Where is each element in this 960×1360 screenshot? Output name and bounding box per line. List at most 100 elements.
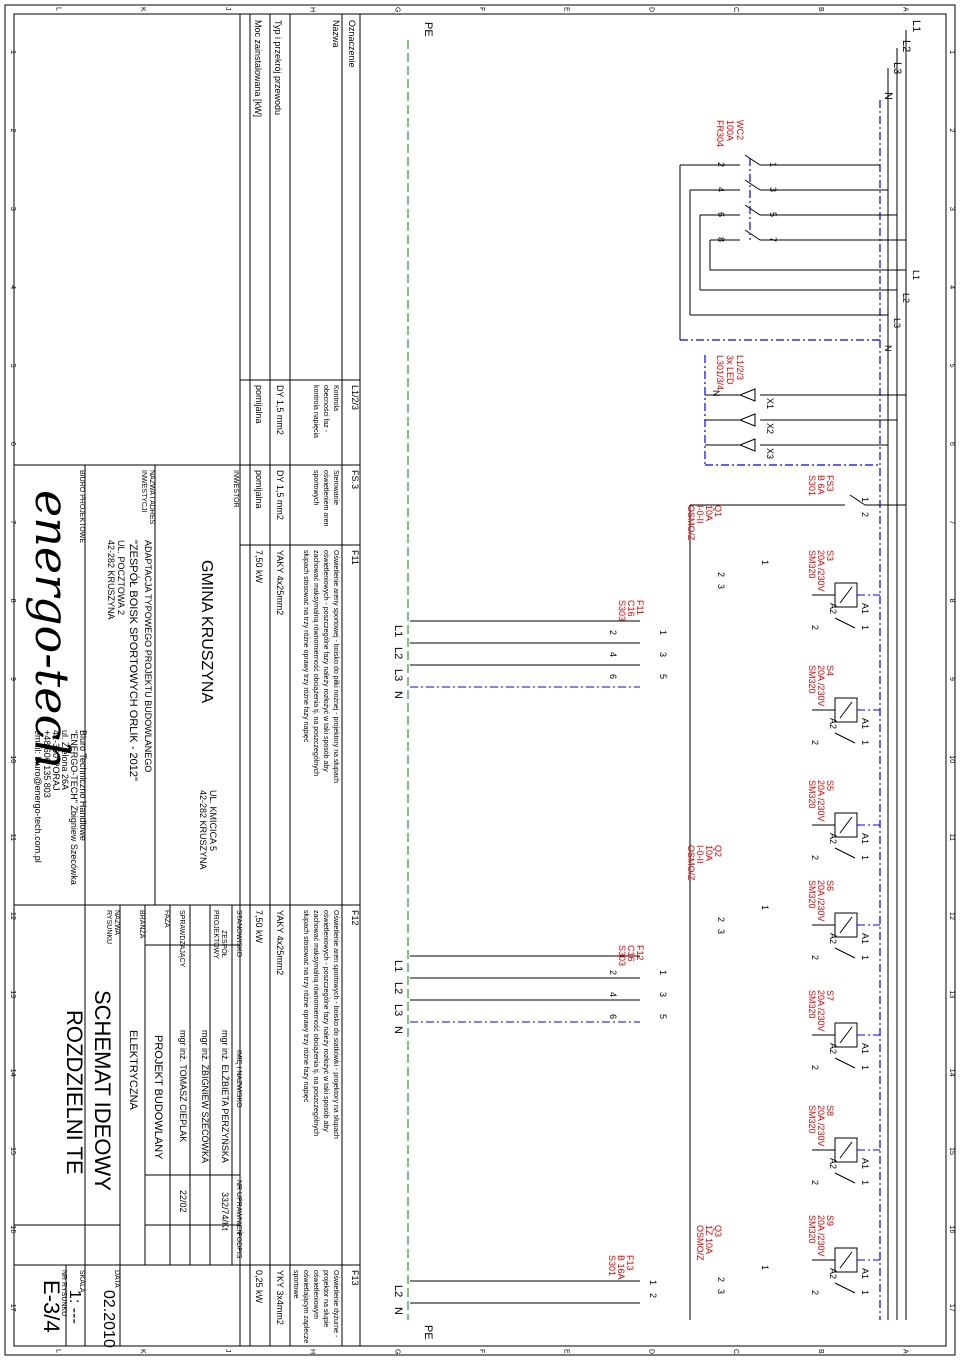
- outgoing-phase-f12: N: [392, 1026, 404, 1034]
- outgoing-phase-f13: L2: [392, 1285, 404, 1297]
- contactor-contact: [834, 847, 856, 859]
- legend-description-line: Kontrola: [332, 385, 339, 411]
- faza-label: FAZA: [163, 910, 170, 928]
- grid-number: 13: [9, 990, 16, 998]
- grid-number: 1: [9, 50, 16, 54]
- legend-cable-type: YKY 3x4mm2: [275, 1270, 285, 1325]
- q2-name: Q2: [713, 845, 723, 857]
- grid-number: 15: [948, 1147, 955, 1155]
- grid-letter: K: [139, 7, 146, 12]
- coil-a2: A2: [828, 603, 838, 614]
- main-switch-pin: 7: [768, 237, 778, 242]
- legend-description-line: oświetlającym zaplecze: [302, 1270, 309, 1343]
- f13-pin: 2: [648, 1293, 658, 1298]
- schematic-labels: L1L2L3NL1L2L3NPEPEWC2100AFR30412345678L1…: [392, 20, 922, 1340]
- f12-rating: C16: [626, 945, 636, 962]
- legend-description-line: oświetleniowych - poszczególne fazy nale…: [322, 910, 329, 1132]
- contactor-type: SM320: [807, 990, 817, 1019]
- grid-number: 17: [948, 1304, 955, 1312]
- contactor-rating: 20A /230V: [816, 1215, 826, 1257]
- contact-pin: 2: [810, 855, 820, 860]
- outgoing-phase-f11: L2: [392, 647, 404, 659]
- contactor-rating: 20A /230V: [816, 665, 826, 707]
- coil-a1: A1: [860, 833, 870, 844]
- main-switch-name: WC2: [735, 120, 745, 140]
- coil-a1: A1: [860, 1268, 870, 1279]
- pe-label: PE: [422, 22, 434, 37]
- fs3-pin: 1: [860, 497, 870, 502]
- grid-letter: E: [563, 1349, 570, 1354]
- grid-letter: B: [817, 1349, 824, 1354]
- grid-number: 14: [948, 1069, 955, 1077]
- legend-description-line: Sterowanie: [332, 470, 339, 505]
- grid-number: 11: [9, 834, 16, 841]
- title-block-text: INWESTOR GMINA KRUSZYNA UL. KMICICA 5 42…: [25, 470, 244, 1348]
- contactor-contact: [834, 1172, 856, 1184]
- legend-description-line: Oświetlenie aren sportowych - boisko do …: [332, 910, 339, 1139]
- grid-letter: A: [902, 7, 909, 12]
- grid-letter: L: [54, 1349, 61, 1353]
- main-switch-pin: 1: [768, 162, 778, 167]
- grid-letter: G: [393, 7, 400, 12]
- nazwa-rys-label1: NAZWA: [113, 910, 120, 935]
- main-switch-pin: 8: [716, 237, 726, 242]
- fs3-name: FS3: [825, 475, 835, 492]
- lamp-terminal: X1: [765, 398, 775, 409]
- f13-name: F13: [625, 1255, 635, 1271]
- lamp-spec: L301/3/4: [715, 355, 725, 390]
- drawing-title-2: ROZDZIELNI TE: [62, 1010, 87, 1175]
- sprawdzajacy-name: mgr inż. TOMASZ CIEPLAK: [178, 1030, 188, 1142]
- nazwa-label2: INWESTYCJI: [140, 470, 147, 512]
- grid-number: 5: [9, 364, 16, 368]
- coil-a2: A2: [828, 718, 838, 729]
- coil-a1: A1: [860, 933, 870, 944]
- legend-designation: F11: [350, 550, 360, 565]
- f12-pin: 5: [658, 1014, 668, 1019]
- grid-number: 10: [9, 755, 16, 763]
- outgoing-phase-f13: N: [392, 1307, 404, 1315]
- contactor-contact: [834, 1282, 856, 1294]
- grid-letter: C: [732, 7, 739, 12]
- contactor-name: S7: [825, 990, 835, 1001]
- fs3-pin: 2: [860, 512, 870, 517]
- zespol-person1: mgr inż. ELŻBIETA PERZYŃSKA: [220, 1030, 230, 1163]
- nr-rys-label: NR RYSUNKU: [60, 1270, 67, 1316]
- grid-number: 1: [948, 50, 955, 54]
- outgoing-phase-f12: L3: [392, 1004, 404, 1016]
- phase-label-top: L1: [910, 20, 922, 32]
- grid-number: 3: [948, 207, 955, 211]
- grid-number: 9: [9, 677, 16, 681]
- f13-pin: 1: [648, 1280, 658, 1285]
- grid-letter: J: [224, 7, 231, 11]
- col-stanowisko: STANOWISKO: [235, 910, 242, 957]
- zespol-person1-nr: 332/74/Kt: [220, 1192, 230, 1231]
- legend-description-line: obecności faz -: [322, 385, 329, 433]
- col-nr-upr: NR UPRAWNIEŃ: [235, 1180, 244, 1235]
- grid-letter: A: [902, 1349, 909, 1354]
- grid-number: 14: [9, 1069, 16, 1077]
- contactor-type: SM320: [807, 550, 817, 579]
- f12-pin: 3: [658, 992, 668, 997]
- contactor-rating: 20A /230V: [816, 990, 826, 1032]
- grid-number: 7: [9, 520, 16, 524]
- grid-number: 10: [948, 755, 955, 763]
- date-value: 02.2010: [100, 1290, 117, 1348]
- schematic: [407, 30, 907, 1320]
- contact-pin: 1: [860, 1180, 870, 1185]
- contact-pin: 2: [810, 740, 820, 745]
- f11-type: S303: [617, 600, 627, 621]
- legend-description-line: sportowe: [292, 1270, 299, 1299]
- grid-labels: 1122334455667788991010111112121313141415…: [9, 7, 955, 1354]
- contactor-rating: 20A /230V: [816, 780, 826, 822]
- contactor-type: SM320: [807, 665, 817, 694]
- label-typ: Typ i przekrój przewodu: [273, 20, 283, 115]
- q1-pin: 3: [716, 584, 726, 589]
- f12-pin: 2: [608, 970, 618, 975]
- pe-label: PE: [422, 1325, 434, 1340]
- contactor-type: SM320: [807, 880, 817, 909]
- f12-type: S303: [617, 945, 627, 966]
- f12-pin: 1: [658, 970, 668, 975]
- contactor-name: S6: [825, 880, 835, 891]
